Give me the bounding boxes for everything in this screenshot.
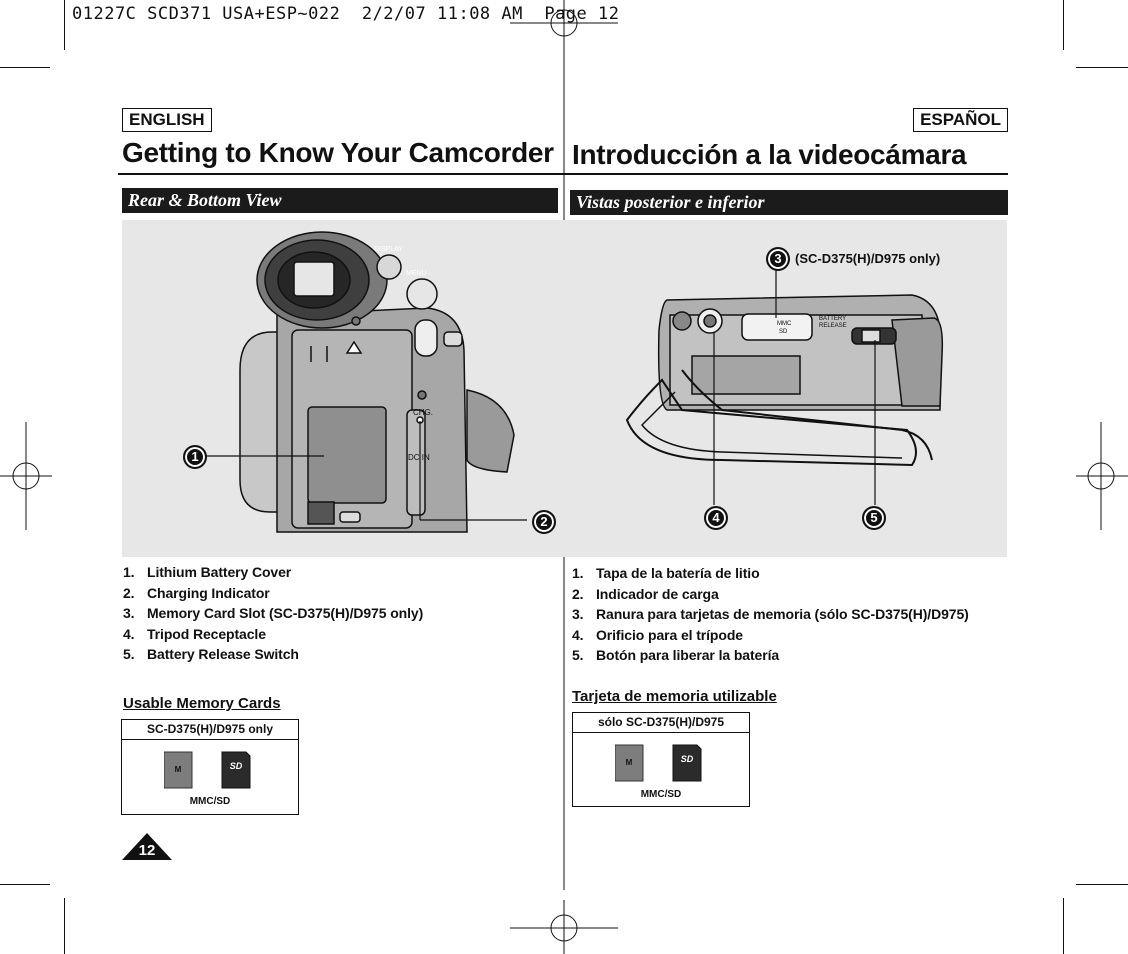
crop-mark [1063,0,1064,50]
camcorder-illustration: DISPLAY MENU CHG. DC IN MMC SD BATTER [206,231,944,533]
chg-label: CHG. [413,408,433,417]
callout-5: 5 [862,506,886,530]
camcorder-figure: DISPLAY MENU CHG. DC IN MMC SD BATTER [122,220,1007,557]
memory-card-icons: M SD [164,751,251,789]
list-item: 4.Orificio para el trípode [572,626,743,643]
mmc-card-icon [615,744,644,782]
bottom-view-camera [625,294,944,467]
english-cards-header: SC-D375(H)/D975 only [122,720,298,740]
crop-mark [1076,67,1128,68]
english-parts-list: 1.Lithium Battery Cover 2.Charging Indic… [123,562,423,665]
memory-card-icons: M SD [615,744,702,782]
spanish-cards-header: sólo SC-D375(H)/D975 [573,713,749,733]
sd-card-icon [221,751,251,789]
title-rule [118,173,1008,175]
english-section-bar: Rear & Bottom View [122,188,558,213]
callout-3: 3 [766,247,790,271]
crop-mark [0,884,50,885]
crop-mark [1063,898,1064,954]
spanish-section-bar: Vistas posterior e inferior [570,190,1008,215]
spanish-cards-caption: MMC/SD [640,789,682,800]
page-number-triangle-icon [122,833,172,860]
crop-mark [1076,884,1128,885]
dcin-label: DC IN [408,453,430,462]
callout-1: 1 [183,445,207,469]
battery-release-label: BATTERY [819,316,846,322]
crop-mark [64,898,65,954]
list-item: 5.Battery Release Switch [123,646,299,662]
display-label: DISPLAY [374,246,403,253]
english-tag: ENGLISH [122,108,212,132]
mmc-card-logo: M [175,765,182,774]
english-title: Getting to Know Your Camcorder [122,137,554,168]
spanish-cards-heading: Tarjeta de memoria utilizable [572,688,777,705]
mmc-sd-label-2: SD [779,329,788,335]
sd-card-logo: SD [230,761,243,771]
rear-view-camera [239,231,515,533]
page-number-badge: 12 [122,833,172,861]
list-item: 3.Ranura para tarjetas de memoria (sólo … [572,606,969,622]
list-item: 2.Indicador de carga [572,585,719,602]
spanish-parts-list: 1.Tapa de la batería de litio 2.Indicado… [572,563,969,666]
model-note: (SC-D375(H)/D975 only) [795,251,941,266]
page-number: 12 [138,842,156,859]
list-item: 4.Tripod Receptacle [123,625,266,642]
list-item: 2.Charging Indicator [123,584,270,601]
callout-2: 2 [532,510,556,534]
sd-card-logo: SD [681,754,694,764]
list-item: 3.Memory Card Slot (SC-D375(H)/D975 only… [123,605,424,621]
list-item: 1.Lithium Battery Cover [123,564,292,580]
mmc-card-icon [164,751,193,789]
spanish-title: Introducción a la videocámara [572,139,967,170]
crop-mark [0,67,50,68]
spanish-tag: ESPAÑOL [913,108,1008,132]
sd-card-icon [672,744,702,782]
spanish-cards-box: sólo SC-D375(H)/D975 M SD MMC/SD [572,712,750,807]
crop-mark [64,0,65,50]
list-item: 1.Tapa de la batería de litio [572,565,760,581]
mmc-sd-label: MMC [777,321,792,327]
english-cards-caption: MMC/SD [189,796,231,807]
english-cards-heading: Usable Memory Cards [123,695,281,712]
mmc-card-logo: M [626,758,633,767]
menu-label: MENU [406,270,427,277]
battery-release-label-2: RELEASE [819,323,847,329]
list-item: 5.Botón para liberar la batería [572,647,780,663]
print-slug: 01227C SCD371 USA+ESP~022 2/2/07 11:08 A… [72,4,620,24]
english-cards-box: SC-D375(H)/D975 only M SD MMC/SD [121,719,299,815]
callout-4: 4 [704,506,728,530]
